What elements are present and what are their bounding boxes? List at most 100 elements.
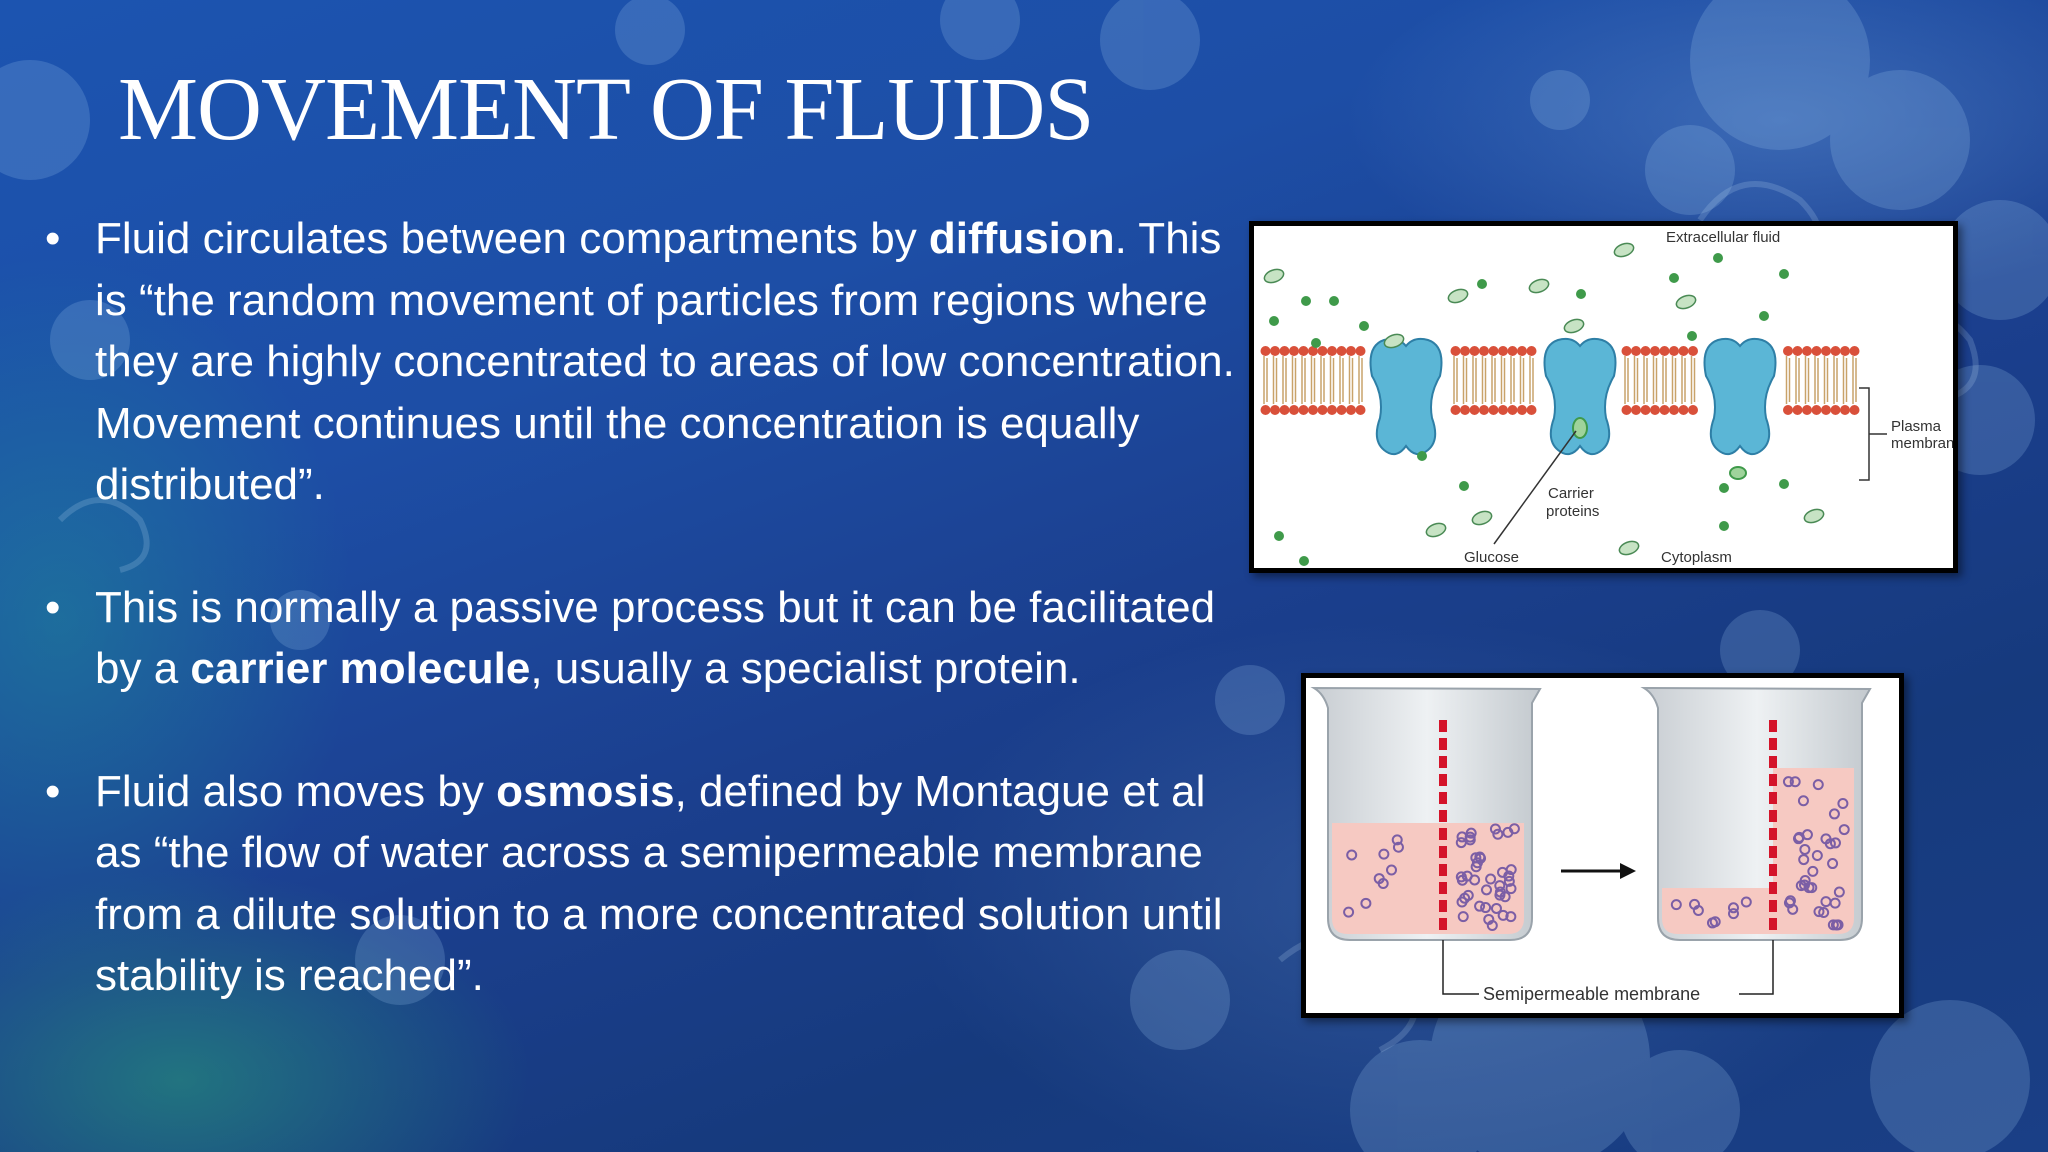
lipid-head: [1279, 405, 1290, 415]
lipid-head: [1792, 405, 1803, 415]
lipid-head: [1792, 346, 1803, 356]
lipid-head: [1308, 405, 1318, 415]
plasma-membrane-label: Plasma: [1891, 418, 1942, 435]
solute-particle: [1503, 875, 1515, 887]
glucose-dot: [1477, 279, 1487, 289]
solute-particle: [1837, 797, 1849, 809]
lipid-head: [1460, 405, 1470, 415]
solute-particle: [1803, 882, 1815, 894]
solute-particle: [1787, 903, 1799, 915]
bullet-diffusion: • Fluid circulates between compartments …: [42, 208, 1242, 516]
lipid-head: [1621, 346, 1632, 356]
lipid-head: [1270, 346, 1280, 356]
lipid-head: [1621, 405, 1632, 415]
carrier-protein-left: [1369, 337, 1443, 456]
solute-particle: [1670, 899, 1682, 911]
bullet-keyword-carrier-molecule: carrier molecule: [190, 644, 531, 693]
lipid-head: [1631, 405, 1641, 415]
solute-particle: [1798, 854, 1810, 866]
lipid-head: [1346, 405, 1356, 415]
solute-particle: [1391, 834, 1403, 846]
solute-particle: [1373, 873, 1385, 885]
lipid-head: [1355, 346, 1366, 356]
solute-particle: [1799, 843, 1811, 855]
lipid-head: [1802, 405, 1812, 415]
solute-particle: [1505, 911, 1517, 923]
solute-particle: [1481, 884, 1493, 896]
lipid-head: [1317, 346, 1328, 356]
extracellular-fluid-label: Extracellular fluid: [1666, 229, 1780, 246]
bullet-keyword-osmosis: osmosis: [496, 766, 675, 816]
lipid-head: [1260, 346, 1271, 356]
lipid-head: [1498, 346, 1508, 356]
lipid-head: [1659, 346, 1670, 356]
solute-particle: [1829, 837, 1841, 849]
glucose-molecules: [1263, 242, 1825, 566]
solute-particle: [1812, 779, 1824, 791]
solute-particle: [1797, 795, 1809, 807]
glucose-ring: [1383, 333, 1405, 349]
lipid-head: [1488, 346, 1499, 356]
glucose-ring: [1675, 294, 1697, 310]
solute-particle: [1474, 900, 1486, 912]
solute-particle: [1813, 906, 1825, 918]
carrier-proteins-label: Carrier: [1548, 485, 1594, 502]
plasma-membrane-label-line2: membrane: [1891, 435, 1953, 452]
bullet-text-part: Fluid also moves by: [95, 766, 497, 816]
solute-particle: [1692, 904, 1704, 916]
lipid-head: [1327, 346, 1337, 356]
plasma-membrane-bracket: [1859, 387, 1887, 481]
bullet-text-part: . This is “the random movement of partic…: [95, 214, 1235, 509]
lipid-head: [1631, 346, 1641, 356]
glucose-dot: [1311, 338, 1321, 348]
solute-particle: [1502, 826, 1514, 838]
solute-particle: [1490, 902, 1502, 914]
lipid-head: [1498, 405, 1508, 415]
glucose-dot: [1779, 479, 1789, 489]
glucose-ring: [1618, 540, 1640, 556]
solute-particles: [1343, 776, 1850, 931]
solute-particle: [1793, 831, 1805, 843]
solute-particle: [1499, 891, 1511, 903]
lipid-head: [1811, 346, 1822, 356]
glucose-dot: [1301, 296, 1311, 306]
lipid-head: [1659, 405, 1670, 415]
solute-particle: [1464, 834, 1476, 846]
lipid-head: [1640, 405, 1651, 415]
glucose-pointer-line: [1493, 430, 1577, 545]
solute-particle: [1727, 902, 1739, 914]
lipid-head: [1688, 346, 1698, 356]
lipid-head: [1802, 346, 1812, 356]
solute-particle: [1474, 851, 1486, 863]
solute-particle: [1494, 889, 1506, 901]
membrane-diagram-image: Extracellular fluid Plasma membrane Carr…: [1249, 221, 1958, 573]
solute-particle: [1346, 849, 1358, 861]
lipid-head: [1849, 405, 1860, 415]
glucose-dot: [1669, 273, 1679, 283]
solute-particle: [1503, 870, 1515, 882]
glucose-ring: [1447, 288, 1469, 304]
lipid-head: [1355, 405, 1366, 415]
carrier-proteins-label-line2: proteins: [1546, 503, 1599, 520]
glucose-ring: [1528, 278, 1550, 294]
glucose-label: Glucose: [1464, 549, 1519, 566]
solute-particle: [1706, 917, 1718, 929]
glucose-dot: [1359, 321, 1369, 331]
bullet-keyword-diffusion: diffusion: [928, 214, 1115, 263]
lipid-head: [1479, 346, 1489, 356]
solute-particle: [1457, 911, 1469, 923]
lipid-head: [1526, 346, 1537, 356]
lipid-head: [1526, 405, 1537, 415]
glucose-dot: [1687, 331, 1697, 341]
glucose-dot: [1329, 296, 1339, 306]
bullet-dot: •: [45, 582, 61, 632]
lipid-head: [1830, 405, 1841, 415]
bullet-text-part: , defined by Montague et al as “the flow…: [95, 766, 1223, 1001]
lipid-head: [1336, 405, 1347, 415]
solute-particle: [1782, 776, 1794, 788]
glucose-dot: [1417, 451, 1427, 461]
solute-particle: [1811, 849, 1823, 861]
glucose-dot: [1719, 483, 1729, 493]
lipid-head: [1488, 405, 1499, 415]
